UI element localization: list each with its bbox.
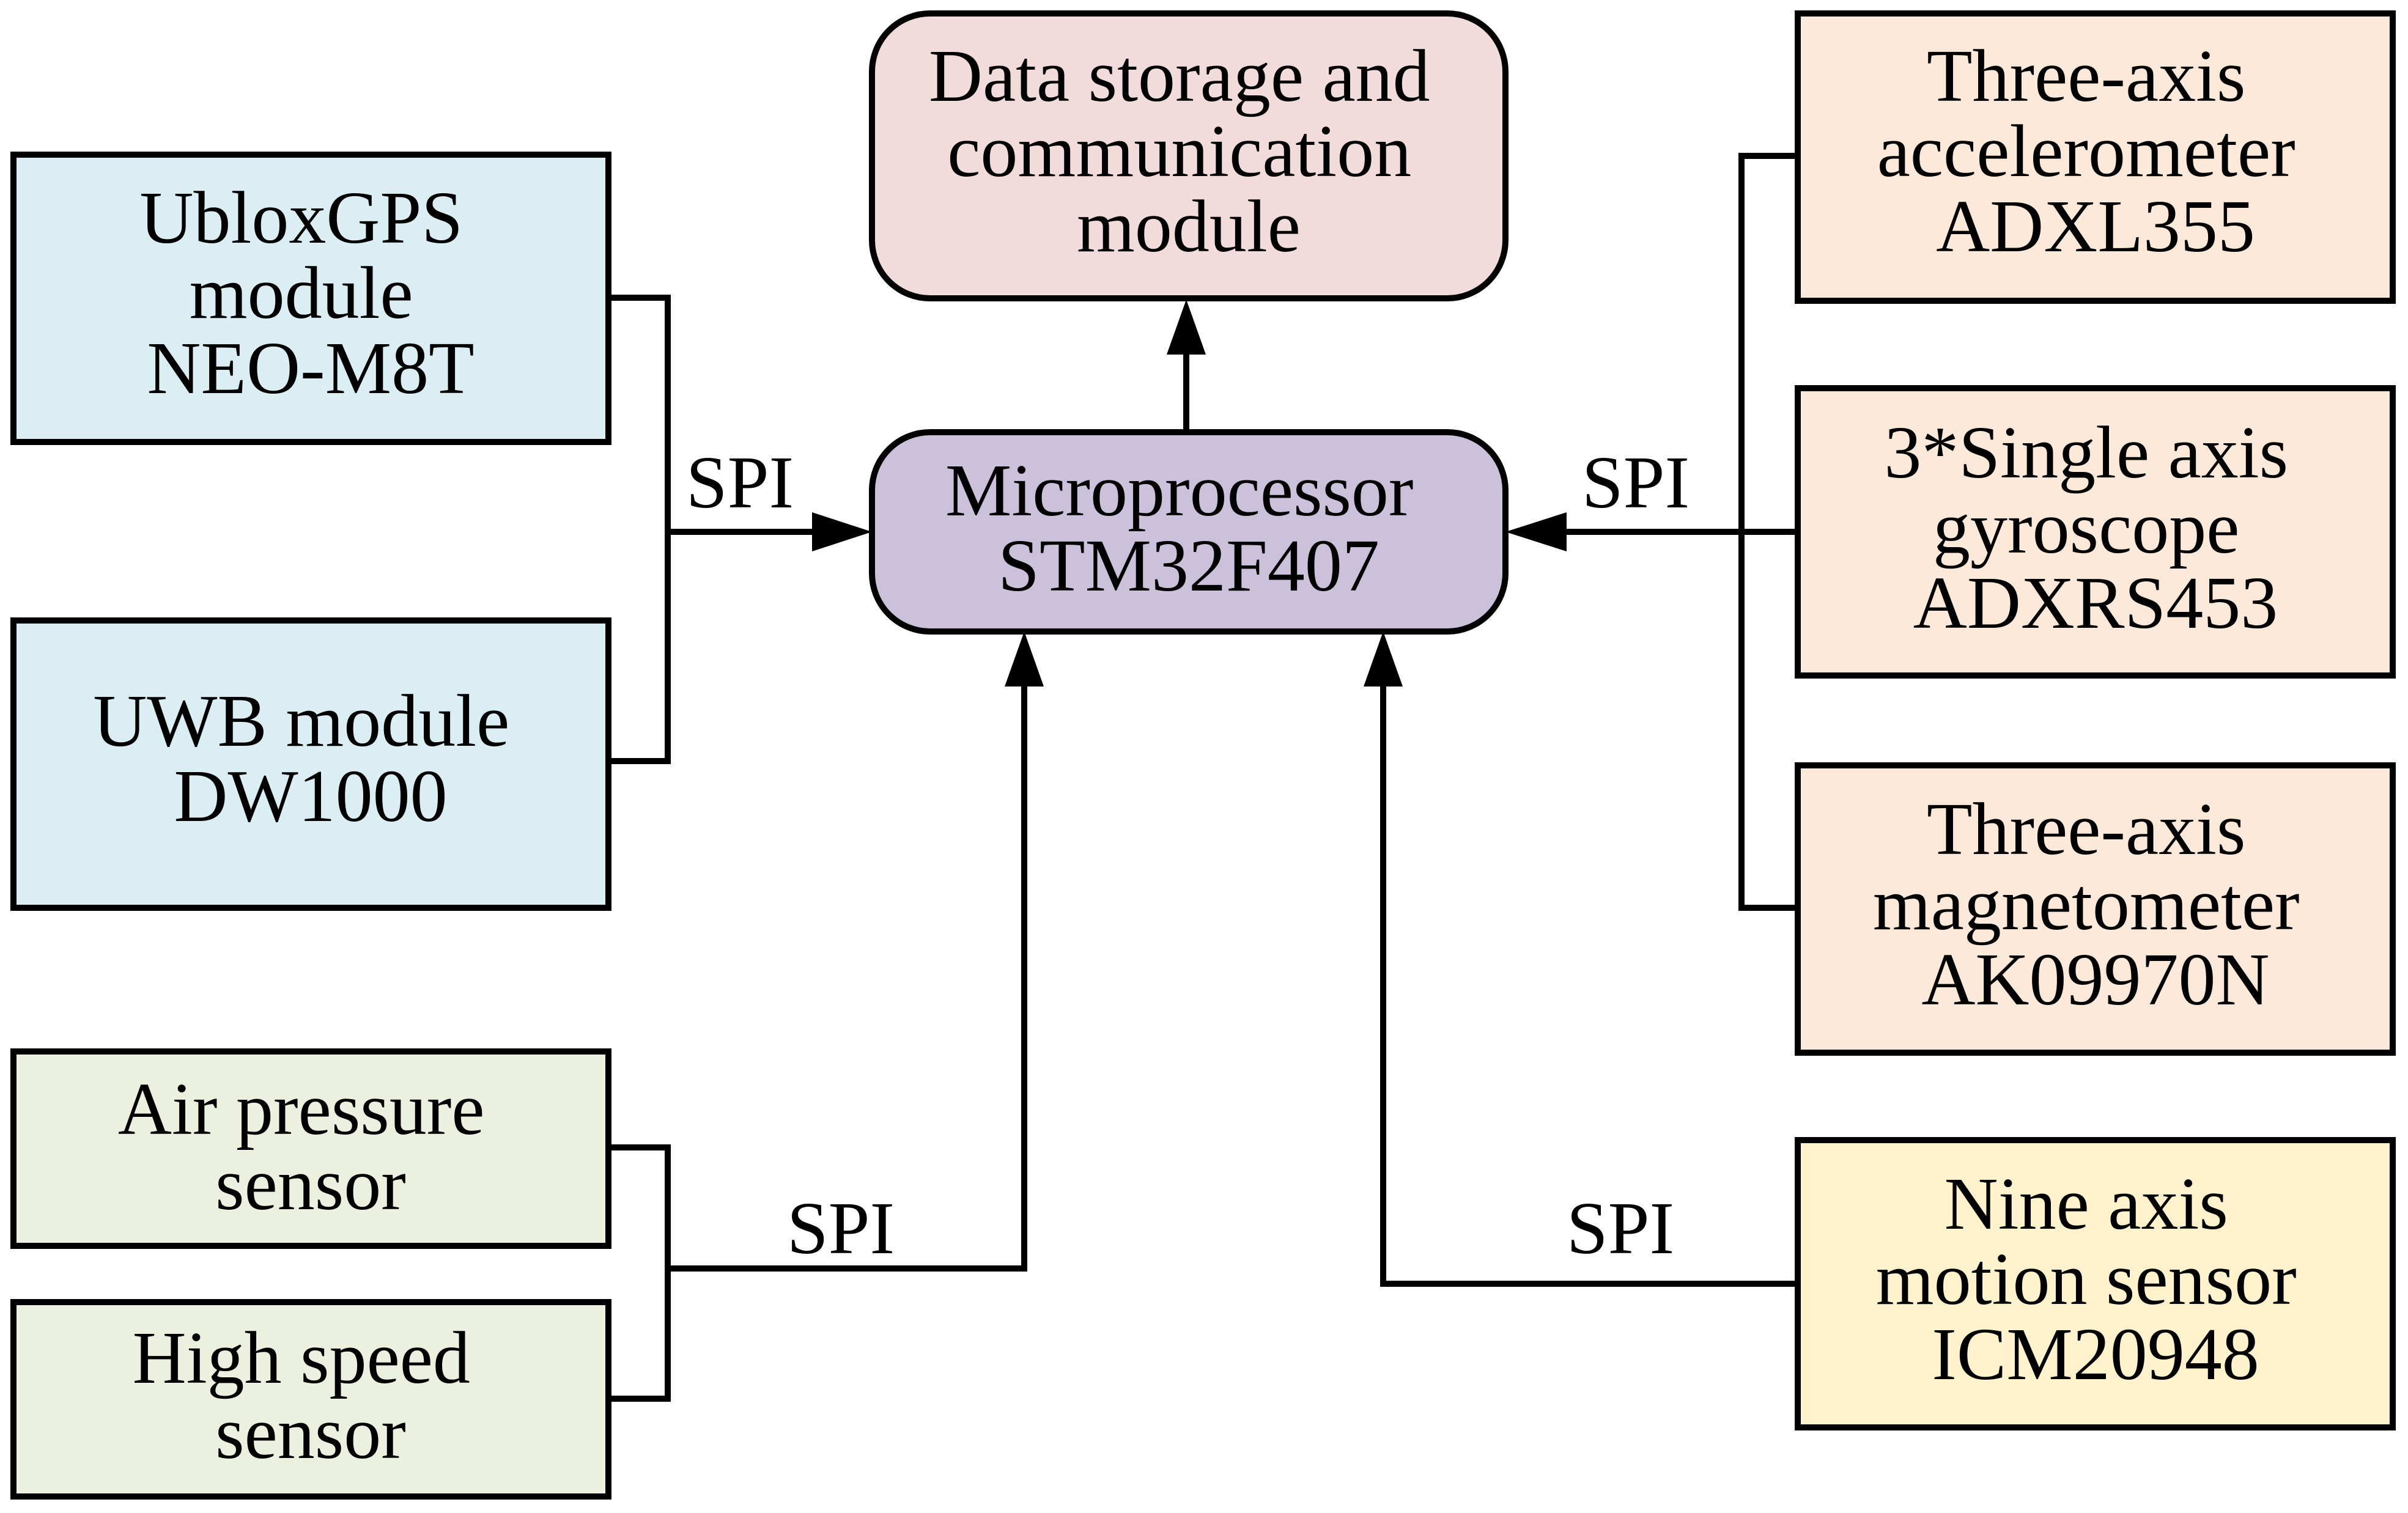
svg-text:Data storage and communi: Data storage and communication module [929,35,1449,268]
high-speed-line-1: High speed [133,1317,470,1399]
data-storage-module-rect [869,10,1509,301]
nine-axis-motion-sensor-rect [1795,1137,2396,1430]
gyroscope-box: 3*Single axis gyroscope ADXRS453 [1795,385,2396,679]
uwb-module-rect [10,617,611,911]
connector-nine-axis-to-mcu [1380,685,1798,1287]
high-speed-line-2: sensor [215,1392,406,1474]
arrowhead-into-mcu-bottom-left [1005,631,1044,687]
magnetometer-line-2: magnetometer [1873,863,2300,946]
svg-text:UWB module DW1000: UWB module DW1000 [93,680,528,837]
microprocessor-rect [869,429,1509,635]
svg-text:Three-axis magnetometer: Three-axis magnetometer AK09970N [1873,788,2318,1021]
svg-text:Air pressure sensor: Air pressure sensor [118,1068,503,1226]
arrowhead-into-mcu-bottom-right [1364,631,1403,687]
data-storage-line-2: communication [947,110,1411,193]
connector-env-to-mcu [668,685,1027,1272]
gyroscope-line-3: ADXRS453 [1913,562,2278,644]
gyroscope-rect [1795,385,2396,679]
uwb-module-box: UWB module DW1000 [10,617,611,911]
magnetometer-line-3: AK09970N [1921,938,2269,1021]
gyroscope-line-2: gyroscope [1933,487,2239,569]
air-pressure-sensor-rect [10,1048,611,1249]
magnetometer-line-1: Three-axis [1927,788,2246,871]
svg-text:Microprocessor STM32F407: Microprocessor STM32F407 [945,449,1432,607]
accelerometer-line-3: ADXL355 [1936,185,2255,268]
arrowhead-into-mcu-left [812,512,872,551]
nine-axis-line-3: ICM20948 [1932,1313,2259,1396]
spi-label-left-bottom: SPI [787,1187,895,1270]
high-speed-sensor-box: High speed sensor [10,1299,611,1500]
gps-module-line-1: UbloxGPS [139,177,463,259]
svg-text:Nine axis motion sensor: Nine axis motion sensor ICM20948 [1876,1163,2315,1396]
data-storage-module-box: Data storage and communication module [869,10,1509,301]
svg-text:Three-axis accelerometer: Three-axis accelerometer ADXL355 [1877,35,2314,268]
microprocessor-line-2: STM32F407 [998,525,1379,607]
high-speed-sensor-rect [10,1299,611,1500]
gps-module-line-2: module [190,252,413,334]
spi-label-left-top: SPI [686,441,794,524]
microprocessor-box: Microprocessor STM32F407 [869,429,1509,635]
air-pressure-line-1: Air pressure [118,1068,485,1150]
svg-text:High speed sensor: High speed sensor [133,1317,489,1474]
nine-axis-line-1: Nine axis [1944,1163,2228,1245]
accelerometer-box: Three-axis accelerometer ADXL355 [1795,10,2396,304]
uwb-module-line-1: UWB module [93,680,509,762]
magnetometer-box: Three-axis magnetometer AK09970N [1795,762,2396,1056]
svg-text:3*Single axis gyroscope: 3*Single axis gyroscope ADXRS453 [1884,411,2306,644]
nine-axis-line-2: motion sensor [1876,1238,2297,1320]
spi-label-right-bottom: SPI [1567,1187,1674,1270]
magnetometer-rect [1795,762,2396,1056]
connector-gps-bracket [608,295,671,764]
accelerometer-line-2: accelerometer [1877,110,2295,193]
nine-axis-motion-sensor-box: Nine axis motion sensor ICM20948 [1795,1137,2396,1430]
gyroscope-line-1: 3*Single axis [1884,411,2288,494]
accelerometer-rect [1795,10,2396,304]
arrowhead-into-storage [1167,300,1206,355]
data-storage-line-3: module [1077,185,1301,268]
gps-module-line-3: NEO-M8T [147,327,474,410]
air-pressure-sensor-box: Air pressure sensor [10,1048,611,1249]
data-storage-line-1: Data storage and [929,35,1430,117]
gps-module-rect [10,152,611,445]
uwb-module-line-2: DW1000 [174,755,447,837]
connector-env-bracket [608,1144,671,1402]
spi-label-right-top: SPI [1582,441,1690,524]
svg-text:UbloxGPS module NE: UbloxGPS module NEO-M8T [139,177,481,410]
air-pressure-line-2: sensor [215,1143,406,1226]
arrowhead-into-mcu-right [1505,512,1567,551]
gps-module-box: UbloxGPS module NEO-M8T [10,152,611,445]
accelerometer-line-1: Three-axis [1927,35,2246,117]
microprocessor-line-1: Microprocessor [945,449,1414,532]
